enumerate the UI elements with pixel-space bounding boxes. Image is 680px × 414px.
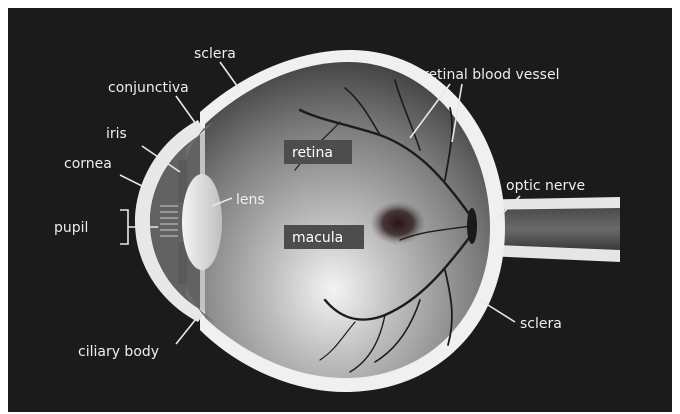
label-lens: lens: [236, 192, 265, 208]
label-pupil: pupil: [54, 220, 88, 236]
label-retina: retina: [292, 145, 333, 161]
label-macula: macula: [292, 230, 343, 246]
label-retinal-blood-vessel: retinal blood vessel: [423, 67, 559, 83]
label-conjunctiva: conjunctiva: [108, 80, 189, 96]
label-cornea: cornea: [64, 156, 112, 172]
label-iris: iris: [106, 126, 127, 142]
label-optic-nerve: optic nerve: [506, 178, 585, 194]
label-sclera-top: sclera: [194, 46, 236, 62]
macula-spot: [370, 201, 426, 245]
label-ciliary-body: ciliary body: [78, 344, 159, 360]
lens-shape: [182, 174, 222, 270]
label-sclera-bottom: sclera: [520, 316, 562, 332]
